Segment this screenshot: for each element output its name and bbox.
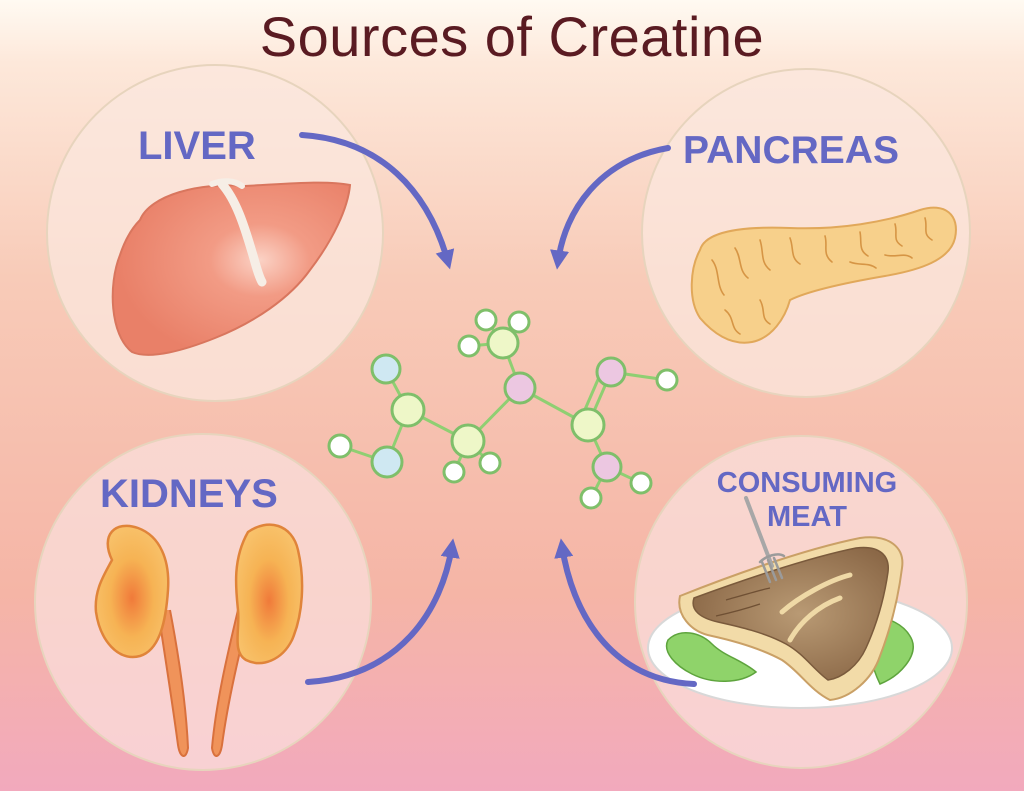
meat-illustration xyxy=(647,496,953,709)
liver-illustration xyxy=(111,178,352,356)
liver-label: LIVER xyxy=(138,124,256,168)
diagram-title: Sources of Creatine xyxy=(259,5,765,68)
kidneys-label: KIDNEYS xyxy=(100,472,278,516)
pancreas-illustration xyxy=(690,206,957,344)
arrow-pancreas xyxy=(550,145,671,270)
creatine-molecule xyxy=(327,308,679,510)
kidneys-circle xyxy=(34,433,372,771)
arrows xyxy=(299,132,697,687)
kidneys-illustration xyxy=(94,523,304,757)
consuming-meat-label: CONSUMING MEAT xyxy=(716,467,898,533)
arrow-liver xyxy=(299,132,455,270)
pancreas-label: PANCREAS xyxy=(683,129,899,172)
arrow-meat xyxy=(554,538,697,687)
arrow-kidneys xyxy=(305,538,460,685)
